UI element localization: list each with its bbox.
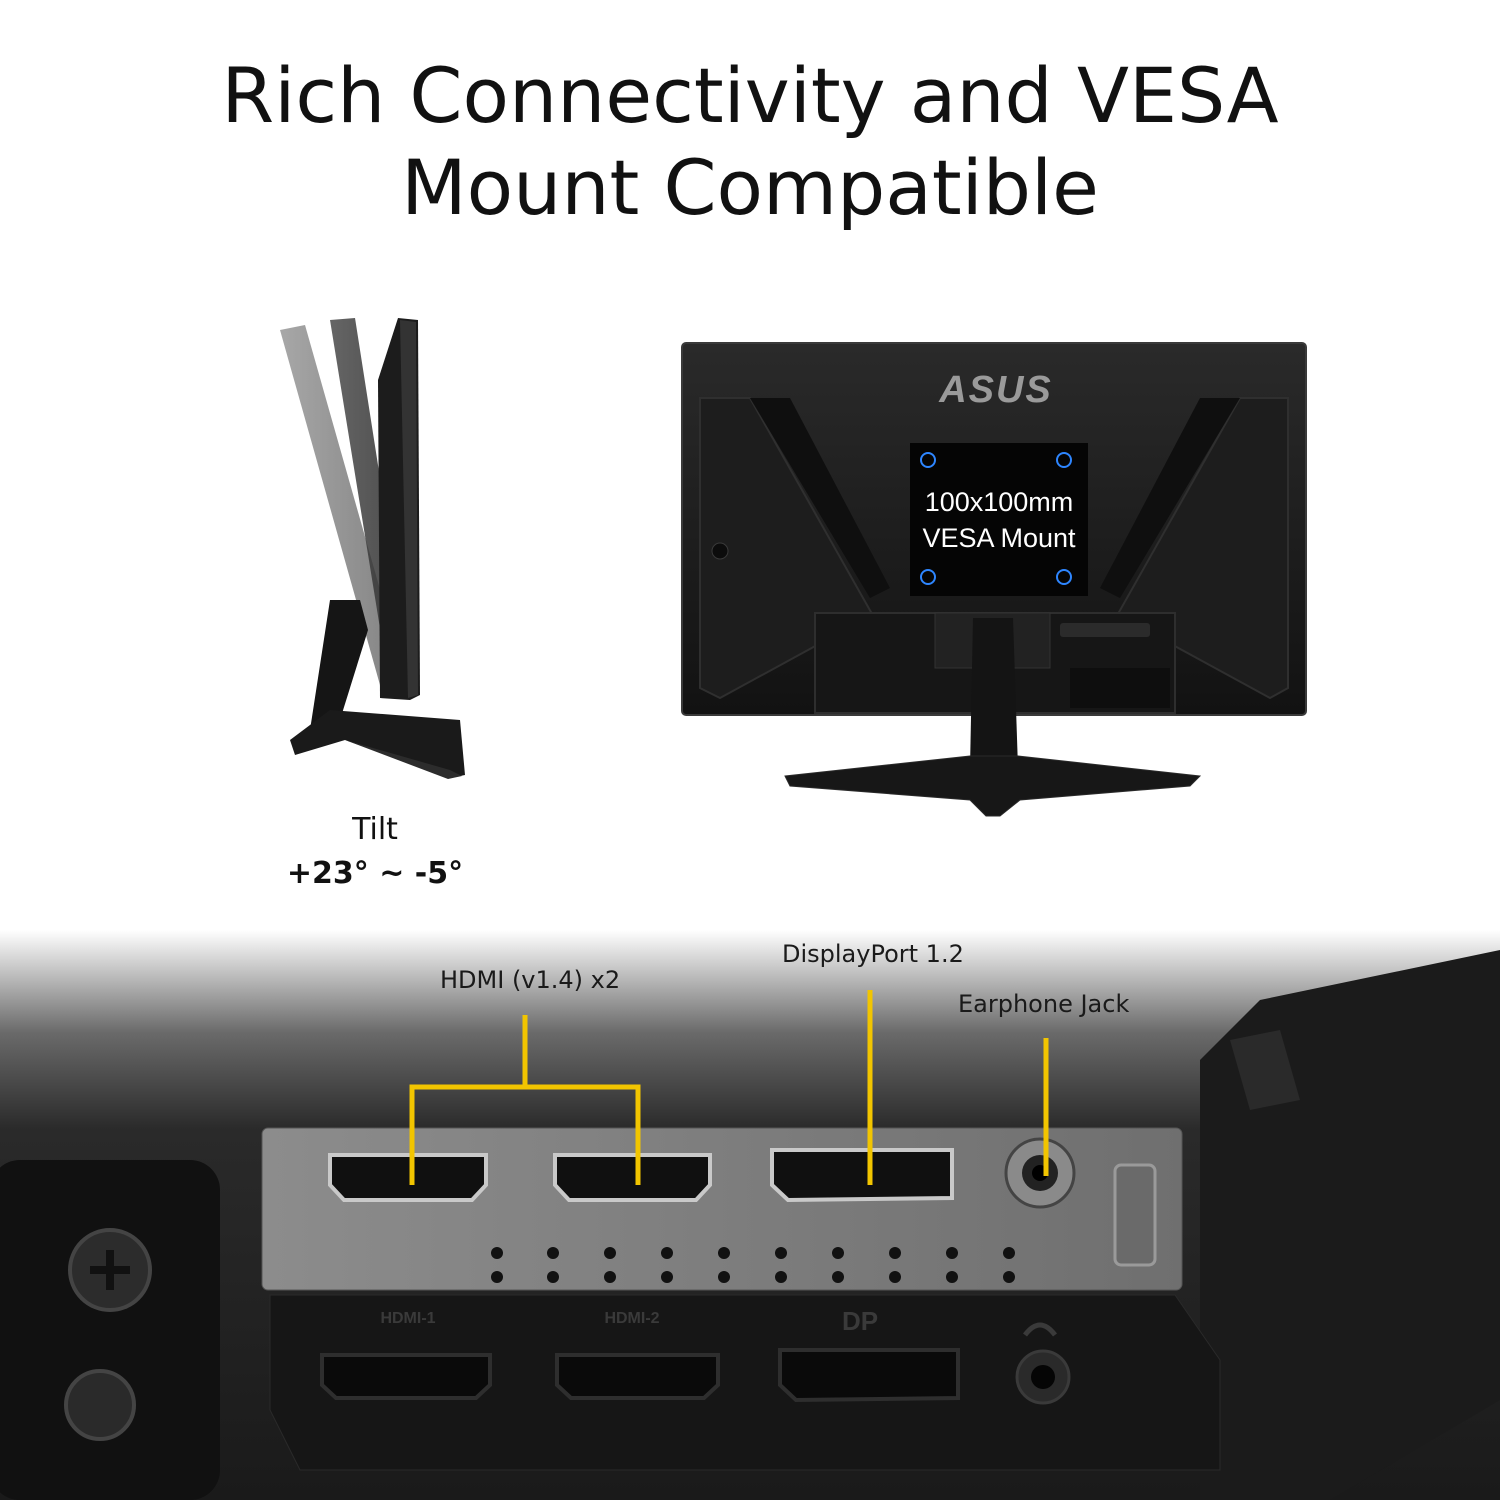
tilt-label: Tilt [352, 812, 398, 847]
title-line-1: Rich Connectivity and VESA [221, 51, 1279, 140]
headphone-icon [1023, 1322, 1057, 1337]
hdmi-2-port [553, 1153, 712, 1202]
vesa-hole-icon [1056, 452, 1072, 468]
vesa-hole-icon [1056, 569, 1072, 585]
asus-logo: ASUS [938, 369, 1053, 411]
screw-icon [64, 1369, 136, 1441]
callout-lines [409, 990, 1049, 1185]
title-line-2: Mount Compatible [401, 143, 1099, 232]
hdmi-callout-label: HDMI (v1.4) x2 [440, 966, 621, 994]
tilt-range: +23° ~ -5° [286, 856, 464, 891]
vesa-mount-plate: 100x100mm VESA Mount [910, 443, 1088, 596]
displayport-callout-label: DisplayPort 1.2 [782, 940, 964, 968]
vesa-size-label: 100x100mm [924, 487, 1074, 517]
page-title: Rich Connectivity and VESA Mount Compati… [0, 50, 1500, 234]
hdmi-2-panel-label: HDMI-2 [604, 1310, 659, 1327]
port-closeup-photo: HDMI-1 HDMI-2 DP [0, 930, 1500, 1500]
vesa-mount-label: VESA Mount [922, 523, 1076, 553]
earphone-callout-label: Earphone Jack [958, 990, 1130, 1018]
hdmi-1-port [328, 1153, 488, 1202]
monitor-tilt-illustration [280, 318, 465, 779]
displayport-port [770, 1148, 954, 1203]
vesa-hole-icon [920, 569, 936, 585]
hdmi-1-panel-label: HDMI-1 [380, 1310, 435, 1327]
dp-panel-label: DP [842, 1306, 878, 1336]
vesa-hole-icon [920, 452, 936, 468]
